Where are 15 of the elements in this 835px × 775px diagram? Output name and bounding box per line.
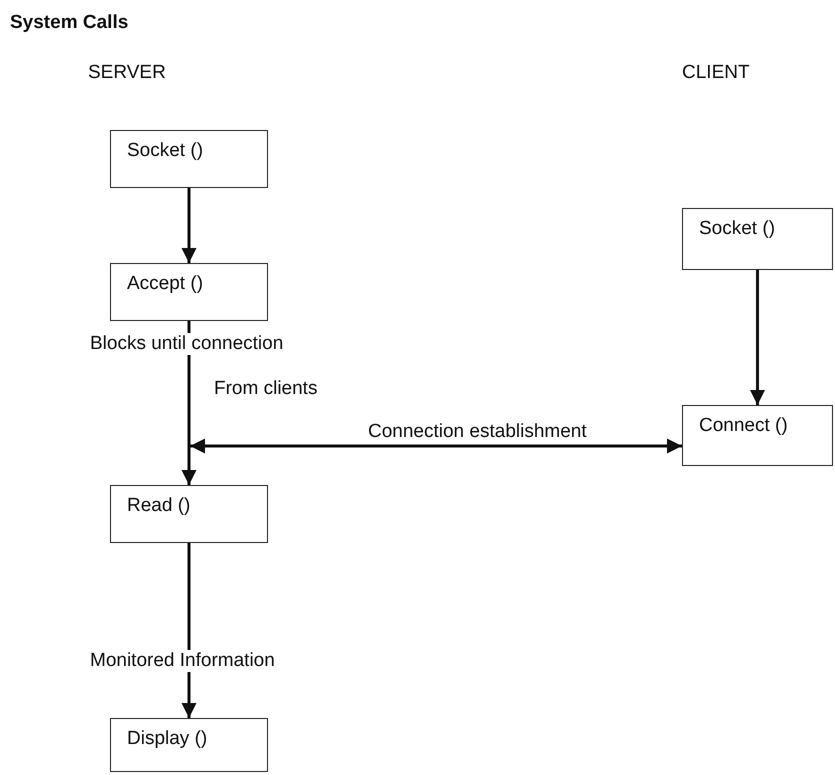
- arrow: [182, 543, 196, 718]
- column-heading: CLIENT: [682, 62, 750, 84]
- process-box: Socket (): [110, 130, 268, 188]
- arrow: [182, 321, 196, 485]
- arrow: [182, 188, 196, 263]
- diagram-title: System Calls: [10, 12, 128, 34]
- column-heading: SERVER: [88, 62, 166, 84]
- process-box: Display (): [110, 718, 268, 772]
- process-box: Socket (): [682, 208, 833, 270]
- process-box: Accept (): [110, 263, 268, 321]
- process-box: Connect (): [682, 405, 833, 466]
- arrow: [750, 270, 765, 405]
- annotation-text: From clients: [214, 378, 318, 400]
- process-box: Read (): [110, 485, 268, 543]
- arrow: [190, 438, 682, 454]
